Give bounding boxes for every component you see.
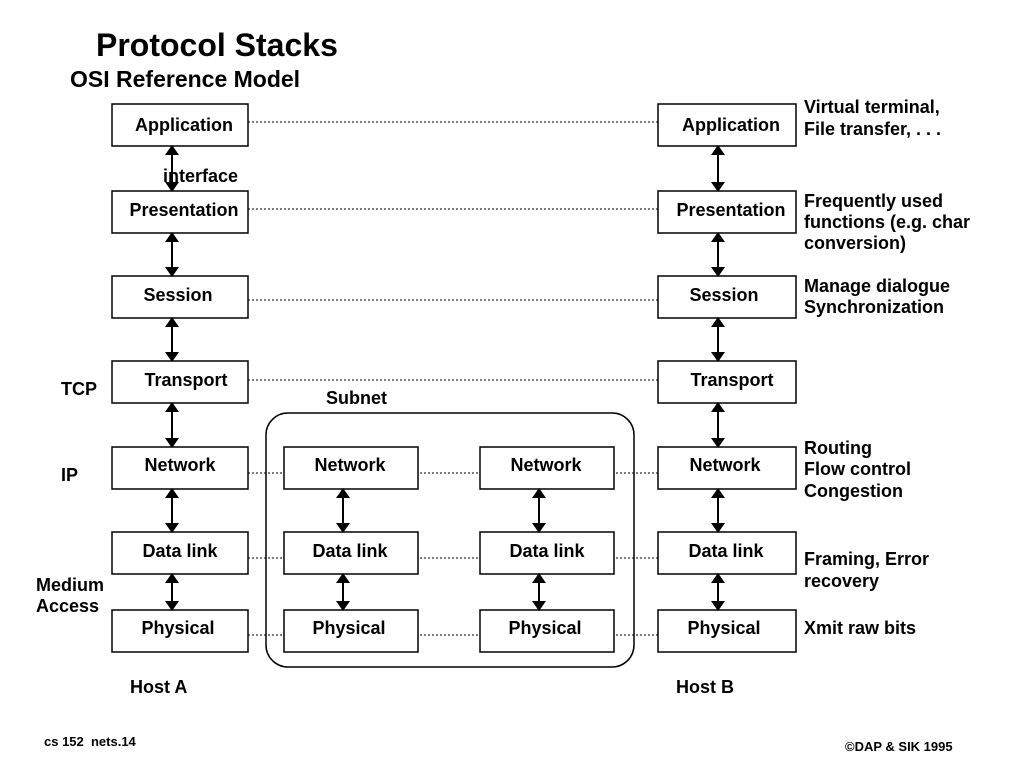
subnet-node-1-stack: Network Data link Physical <box>283 446 419 653</box>
host-b-layer-application: Application <box>657 103 797 147</box>
svg-text:Data link: Data link <box>142 541 218 561</box>
svg-text:Transport: Transport <box>690 370 773 390</box>
subnet-node-2-network: Network <box>479 446 615 490</box>
interface-label: interface <box>163 166 238 186</box>
host-b-stack: Application Presentation Session Transpo… <box>657 103 797 653</box>
layer-descriptions: Virtual terminal, File transfer, . . . F… <box>804 97 970 638</box>
desc-session-line-2: Synchronization <box>804 297 944 317</box>
svg-text:Presentation: Presentation <box>129 200 238 220</box>
footer-course-label: cs 152 nets.14 <box>44 734 137 749</box>
host-b-layer-data-link: Data link <box>657 531 797 575</box>
svg-text:Application: Application <box>135 115 233 135</box>
desc-presentation-line-1: Frequently used <box>804 191 943 211</box>
desc-network-line-3: Congestion <box>804 481 903 501</box>
desc-physical-line-1: Xmit raw bits <box>804 618 916 638</box>
svg-text:Network: Network <box>314 455 386 475</box>
svg-text:Network: Network <box>689 455 761 475</box>
host-a-layer-application: Application <box>111 103 249 147</box>
svg-text:Data link: Data link <box>688 541 764 561</box>
desc-data-link-line-2: recovery <box>804 571 879 591</box>
host-a-layer-physical: Physical <box>111 609 249 653</box>
host-b-layer-physical: Physical <box>657 609 797 653</box>
svg-text:Physical: Physical <box>508 618 581 638</box>
host-b-layer-presentation: Presentation <box>657 190 797 234</box>
desc-application-line-2: File transfer, . . . <box>804 119 941 139</box>
svg-text:Physical: Physical <box>141 618 214 638</box>
medium-access-label-line-1: Medium <box>36 575 104 595</box>
subnet-node-1-data-link: Data link <box>283 531 419 575</box>
tcp-label: TCP <box>61 379 97 399</box>
medium-access-label-line-2: Access <box>36 596 99 616</box>
svg-text:Data link: Data link <box>312 541 388 561</box>
host-b-layer-session: Session <box>657 275 797 319</box>
desc-network-line-2: Flow control <box>804 459 911 479</box>
interface-arrows <box>165 145 725 611</box>
host-a-stack: Application Presentation Session Transpo… <box>111 103 249 653</box>
desc-application-line-1: Virtual terminal, <box>804 97 940 117</box>
svg-text:Presentation: Presentation <box>676 200 785 220</box>
desc-data-link-line-1: Framing, Error <box>804 549 929 569</box>
desc-network-line-1: Routing <box>804 438 872 458</box>
svg-text:Session: Session <box>143 285 212 305</box>
svg-text:Data link: Data link <box>509 541 585 561</box>
subnet-label: Subnet <box>326 388 387 408</box>
subnet-node-2-stack: Network Data link Physical <box>479 446 615 653</box>
svg-text:Physical: Physical <box>312 618 385 638</box>
page-title: Protocol Stacks <box>96 27 338 63</box>
footer-copyright: ©DAP & SIK 1995 <box>845 739 953 754</box>
svg-text:Network: Network <box>144 455 216 475</box>
host-a-layer-data-link: Data link <box>111 531 249 575</box>
page-subtitle: OSI Reference Model <box>70 66 300 92</box>
subnet-node-1-physical: Physical <box>283 609 419 653</box>
svg-text:Application: Application <box>682 115 780 135</box>
svg-text:Transport: Transport <box>144 370 227 390</box>
svg-text:Network: Network <box>510 455 582 475</box>
subnet-node-2-physical: Physical <box>479 609 615 653</box>
host-a-label: Host A <box>130 677 187 697</box>
desc-presentation-line-3: conversion) <box>804 233 906 253</box>
host-a-layer-presentation: Presentation <box>111 190 249 234</box>
svg-text:Physical: Physical <box>687 618 760 638</box>
ip-label: IP <box>61 465 78 485</box>
subnet-region <box>265 412 635 668</box>
host-a-layer-session: Session <box>111 275 249 319</box>
peer-links <box>180 121 718 636</box>
host-a-layer-network: Network <box>111 446 249 490</box>
host-b-layer-transport: Transport <box>657 360 797 404</box>
host-b-label: Host B <box>676 677 734 697</box>
subnet-node-1-network: Network <box>283 446 419 490</box>
desc-presentation-line-2: functions (e.g. char <box>804 212 970 232</box>
desc-session-line-1: Manage dialogue <box>804 276 950 296</box>
subnet-node-2-data-link: Data link <box>479 531 615 575</box>
host-b-layer-network: Network <box>657 446 797 490</box>
host-a-layer-transport: Transport <box>111 360 249 404</box>
svg-text:Session: Session <box>689 285 758 305</box>
